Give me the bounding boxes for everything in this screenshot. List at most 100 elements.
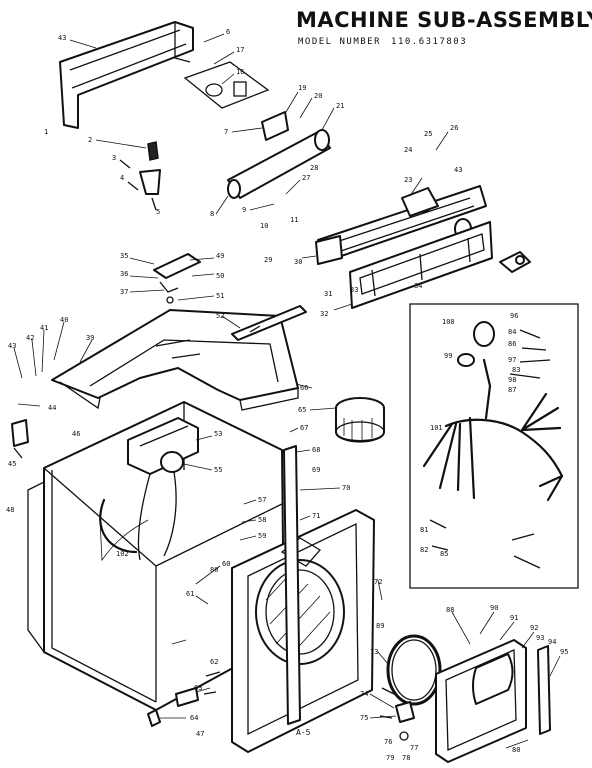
callout-78: 78 <box>402 754 410 762</box>
tub-ring <box>335 397 385 443</box>
callout-97: 97 <box>508 356 516 364</box>
callout-41: 41 <box>40 324 48 332</box>
console-top-rail <box>59 21 194 129</box>
callout-80b: 80 <box>210 566 218 574</box>
door-seal <box>386 634 442 706</box>
callout-86: 86 <box>508 340 516 348</box>
callout-71: 71 <box>312 512 320 520</box>
callout-73: 73 <box>370 648 378 656</box>
callout-51: 51 <box>216 292 224 300</box>
callout-5: 5 <box>156 208 160 216</box>
side-support-rail <box>283 445 301 725</box>
callout-66: 66 <box>300 384 308 392</box>
callout-80: 80 <box>512 746 520 754</box>
callout-45: 45 <box>8 460 16 468</box>
callout-67: 67 <box>300 424 308 432</box>
callout-19: 19 <box>298 84 306 92</box>
callout-23: 23 <box>404 176 412 184</box>
callout-57: 57 <box>258 496 266 504</box>
page-reference: A-5 <box>296 728 311 737</box>
callout-102: 102 <box>116 550 129 558</box>
callout-79: 79 <box>386 754 394 762</box>
callout-60: 60 <box>222 560 230 568</box>
control-panel-back <box>315 185 487 265</box>
callout-84: 84 <box>508 328 516 336</box>
callout-91: 91 <box>510 614 518 622</box>
callout-27: 27 <box>302 174 310 182</box>
model-number-label: MODEL NUMBER <box>298 37 382 47</box>
callout-94: 94 <box>548 638 556 646</box>
callout-16: 16 <box>236 68 244 76</box>
model-number-value: 110.6317803 <box>391 37 468 47</box>
callout-58: 58 <box>258 516 266 524</box>
callout-33: 33 <box>350 286 358 294</box>
callout-21: 21 <box>336 102 344 110</box>
diagram-title: MACHINE SUB-ASSEMBLY <box>296 8 592 32</box>
control-panel-front <box>349 221 493 309</box>
callout-85: 85 <box>440 550 448 558</box>
callout-55: 55 <box>214 466 222 474</box>
callout-50: 50 <box>216 272 224 280</box>
callout-48: 48 <box>6 506 14 514</box>
callout-93: 93 <box>536 634 544 642</box>
callout-96: 96 <box>510 312 518 320</box>
timer-knob-assembly <box>499 251 531 273</box>
loading-door <box>435 639 551 763</box>
callout-28: 28 <box>310 164 318 172</box>
callout-43b: 43 <box>454 166 462 174</box>
callout-labels: 43 6 17 16 7 20 21 19 2 3 4 5 8 9 10 11 … <box>6 28 568 762</box>
callout-83: 83 <box>512 366 520 374</box>
callout-95: 95 <box>560 648 568 656</box>
callout-87: 87 <box>508 386 516 394</box>
console-rail <box>227 129 331 199</box>
knob-set <box>119 141 161 211</box>
callout-37: 37 <box>120 288 128 296</box>
callout-64: 64 <box>190 714 198 722</box>
callout-29: 29 <box>264 256 272 264</box>
callout-4: 4 <box>120 174 124 182</box>
callout-43c: 43 <box>8 342 16 350</box>
callout-101: 101 <box>430 424 443 432</box>
callout-99: 99 <box>444 352 452 360</box>
motor-assembly <box>127 417 199 561</box>
callout-75: 75 <box>360 714 368 722</box>
callout-8: 8 <box>210 210 214 218</box>
callout-65: 65 <box>298 406 306 414</box>
callout-47: 47 <box>196 730 204 738</box>
callout-46: 46 <box>72 430 80 438</box>
callout-74: 74 <box>360 690 368 698</box>
callout-81: 81 <box>420 526 428 534</box>
callout-11: 11 <box>290 216 298 224</box>
callout-61: 61 <box>186 590 194 598</box>
callout-42: 42 <box>26 334 34 342</box>
leader-lines <box>13 33 561 749</box>
callout-35: 35 <box>120 252 128 260</box>
callout-77: 77 <box>410 744 418 752</box>
callout-34: 34 <box>414 282 422 290</box>
callout-63: 63 <box>194 684 202 692</box>
callout-72: 72 <box>374 578 382 586</box>
callout-88: 88 <box>446 606 454 614</box>
callout-69: 69 <box>312 466 320 474</box>
callout-1: 1 <box>44 128 48 136</box>
switch-bracket <box>183 61 270 109</box>
callout-70: 70 <box>342 484 350 492</box>
access-plate <box>11 419 29 459</box>
callout-39: 39 <box>86 334 94 342</box>
callout-76: 76 <box>384 738 392 746</box>
callout-10: 10 <box>260 222 268 230</box>
callout-2: 2 <box>88 136 92 144</box>
front-panel <box>231 509 375 753</box>
wiring-harness-inset <box>409 303 579 589</box>
callout-82: 82 <box>420 546 428 554</box>
callout-6: 6 <box>226 28 230 36</box>
mounting-plate <box>261 111 289 141</box>
callout-24: 24 <box>404 146 412 154</box>
model-number-line: MODEL NUMBER 110.6317803 <box>298 37 578 47</box>
drain-hose <box>99 498 138 554</box>
leveling-feet <box>147 671 221 727</box>
callout-32: 32 <box>320 310 328 318</box>
lid-hinge <box>231 305 307 341</box>
